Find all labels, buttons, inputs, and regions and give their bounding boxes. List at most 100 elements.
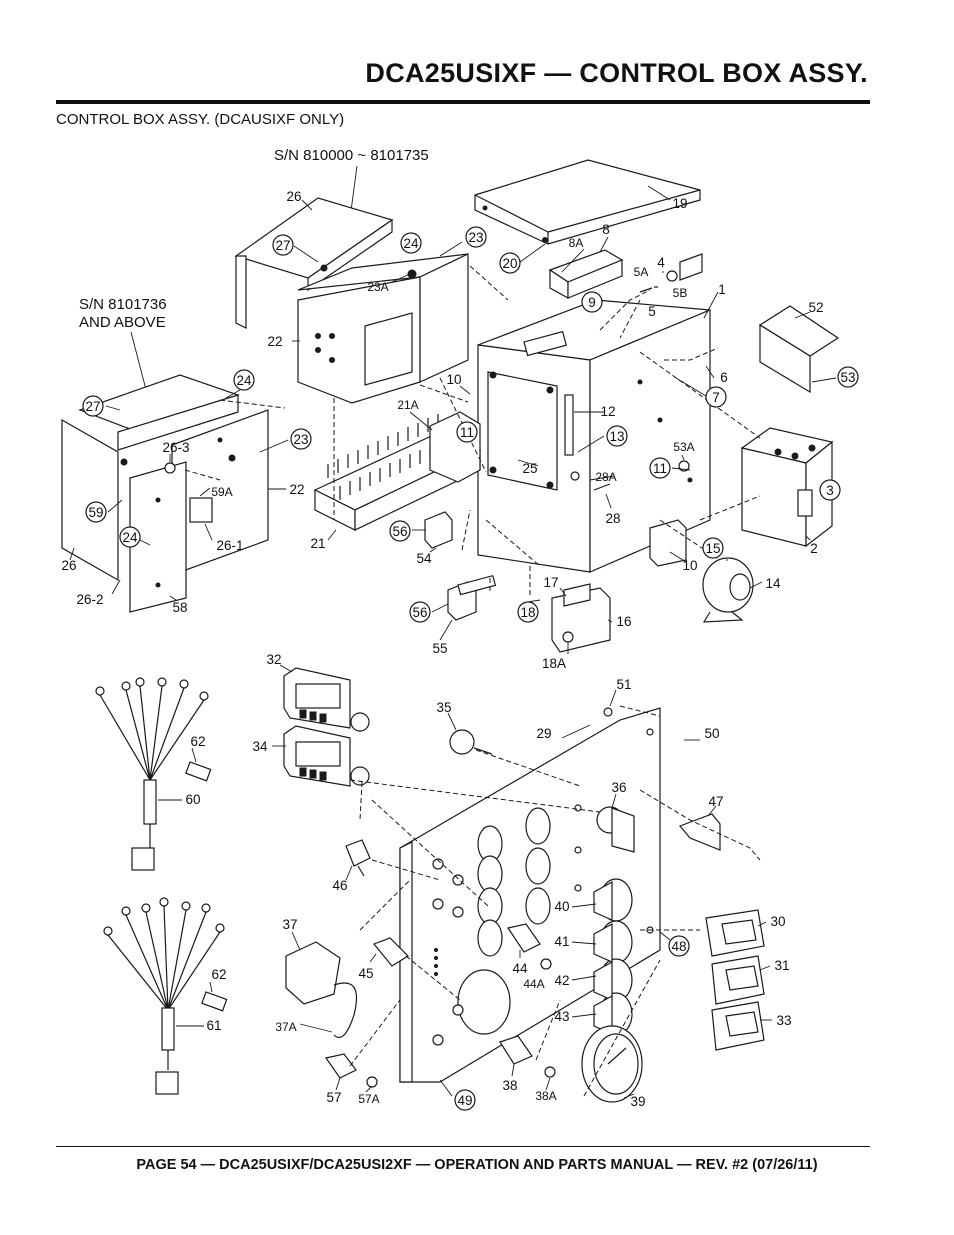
callout-23A: 23A	[367, 280, 388, 294]
callout-6: 6	[720, 370, 728, 385]
page-subtitle: CONTROL BOX ASSY. (DCAUSIXF ONLY)	[56, 111, 345, 128]
callout-39: 39	[630, 1094, 645, 1109]
sn-note-old: S/N 810000 ~ 8101735	[274, 147, 429, 164]
callout-57: 57	[326, 1090, 341, 1105]
callout-53A: 53A	[673, 440, 694, 454]
callout-57A: 57A	[358, 1092, 379, 1106]
lower-enclosure	[61, 374, 269, 613]
wire-harnesses	[95, 677, 228, 1095]
callout-36: 36	[611, 780, 626, 795]
callout-7: 7	[712, 390, 720, 405]
circuit-breaker	[740, 305, 840, 548]
callout-11: 11	[460, 425, 474, 440]
callout-33: 33	[776, 1013, 791, 1028]
callout-25: 25	[522, 461, 537, 476]
panel-assembly-lines	[349, 705, 761, 1097]
callout-56b: 56	[412, 605, 427, 620]
callout-9: 9	[588, 295, 596, 310]
callout-46: 46	[332, 878, 347, 893]
switches-and-lamps	[285, 729, 721, 1088]
callout-10: 10	[446, 372, 461, 387]
callout-61: 61	[206, 1018, 221, 1033]
callout-labels: 26 27 24 23 23A 22 20 19 8A 8 4 5A 5B 5 …	[61, 189, 855, 1109]
callout-5: 5	[648, 304, 656, 319]
callout-26-1: 26-1	[216, 538, 243, 553]
leader-lines	[69, 185, 837, 1099]
main-control-box	[477, 299, 711, 573]
callout-32: 32	[266, 652, 281, 667]
callout-17: 17	[543, 575, 558, 590]
callout-43: 43	[554, 1009, 569, 1024]
callout-58: 58	[172, 600, 187, 615]
callout-16: 16	[616, 614, 631, 629]
callout-26b: 26	[61, 558, 76, 573]
callout-21: 21	[310, 536, 325, 551]
callout-1: 1	[718, 282, 726, 297]
callout-31: 31	[774, 958, 789, 973]
callout-8: 8	[602, 222, 610, 237]
page-title: DCA25USIXF — CONTROL BOX ASSY.	[365, 58, 868, 88]
callout-55: 55	[432, 641, 447, 656]
callout-40: 40	[554, 899, 569, 914]
callout-26: 26	[286, 189, 301, 204]
callout-29: 29	[536, 726, 551, 741]
callout-24: 24	[403, 236, 419, 251]
top-cover	[474, 159, 701, 245]
callout-60: 60	[185, 792, 200, 807]
callout-47: 47	[708, 794, 723, 809]
callout-15: 15	[705, 541, 720, 556]
callout-54: 54	[416, 551, 432, 566]
callout-23b: 23	[293, 432, 308, 447]
terminal-strip	[548, 249, 703, 717]
callout-10b: 10	[682, 558, 697, 573]
callout-8A: 8A	[569, 236, 584, 250]
assembly-lines	[184, 265, 761, 598]
callout-22: 22	[267, 334, 282, 349]
callout-14: 14	[765, 576, 781, 591]
callout-38A: 38A	[535, 1089, 556, 1103]
page-footer: PAGE 54 — DCA25USIXF/DCA25USI2XF — OPERA…	[136, 1157, 818, 1173]
callout-19: 19	[672, 196, 687, 211]
callout-21A: 21A	[397, 398, 418, 412]
callout-12: 12	[600, 404, 615, 419]
ac-meters	[705, 909, 765, 1051]
callout-5A: 5A	[634, 265, 649, 279]
callout-37: 37	[282, 917, 297, 932]
callout-62: 62	[190, 734, 205, 749]
upper-enclosure	[234, 197, 469, 404]
callout-26-2: 26-2	[76, 592, 103, 607]
callout-41: 41	[554, 934, 569, 949]
callout-48: 48	[671, 939, 686, 954]
callout-26-3: 26-3	[162, 440, 189, 455]
callout-2: 2	[810, 541, 818, 556]
callout-24b: 24	[236, 373, 252, 388]
callout-38: 38	[502, 1078, 517, 1093]
hour-meters	[283, 667, 370, 787]
callout-44: 44	[512, 961, 528, 976]
callout-3: 3	[826, 483, 834, 498]
callout-13: 13	[609, 429, 624, 444]
callout-35: 35	[436, 700, 451, 715]
callout-28A: 28A	[595, 470, 616, 484]
callout-52: 52	[808, 300, 823, 315]
callout-20: 20	[502, 256, 517, 271]
callout-62b: 62	[211, 967, 226, 982]
callout-23: 23	[468, 230, 483, 245]
callout-42: 42	[554, 973, 569, 988]
callout-59: 59	[88, 505, 103, 520]
callout-51: 51	[616, 677, 631, 692]
terminal-board	[313, 411, 482, 531]
circled-callouts	[82, 226, 859, 1111]
callout-50: 50	[704, 726, 719, 741]
callout-34: 34	[252, 739, 268, 754]
callout-37A: 37A	[275, 1020, 296, 1034]
sn-note-new-line2: AND ABOVE	[79, 314, 166, 331]
callout-18A: 18A	[542, 656, 566, 671]
title-rule	[56, 100, 870, 104]
callout-18: 18	[520, 605, 535, 620]
footer-rule	[56, 1146, 870, 1147]
callout-49: 49	[457, 1093, 472, 1108]
callout-30: 30	[770, 914, 785, 929]
callout-44A: 44A	[523, 977, 544, 991]
